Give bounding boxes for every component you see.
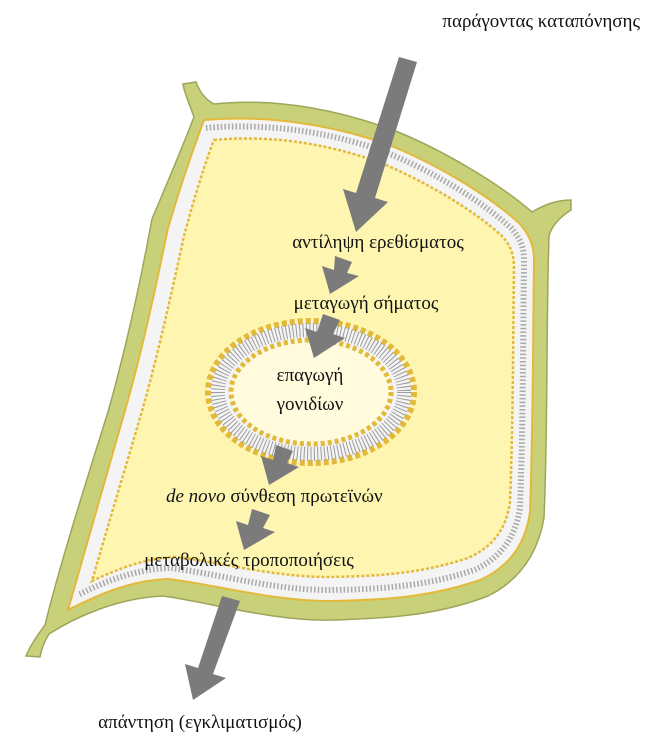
perception-label: αντίληψη ερεθίσματος — [292, 232, 464, 253]
response-label: απάντηση (εγκλιματισμός) — [98, 712, 302, 733]
nucleoplasm — [231, 340, 391, 444]
protein-synthesis-term: σύνθεση πρωτεϊνών — [226, 486, 383, 507]
gene-induction-label-line1: επαγωγή — [277, 365, 344, 386]
de-novo-term: de novo — [166, 486, 226, 507]
metabolic-changes-label: μεταβολικές τροποποιήσεις — [144, 550, 354, 571]
protein-synthesis-label: de novo σύνθεση πρωτεϊνών — [166, 486, 383, 507]
response-output-arrow — [185, 596, 240, 700]
signal-transduction-label: μεταγωγή σήματος — [294, 293, 439, 314]
gene-induction-label-line2: γονιδίων — [276, 394, 344, 415]
stress-factor-label: παράγοντας καταπόνησης — [442, 11, 640, 32]
